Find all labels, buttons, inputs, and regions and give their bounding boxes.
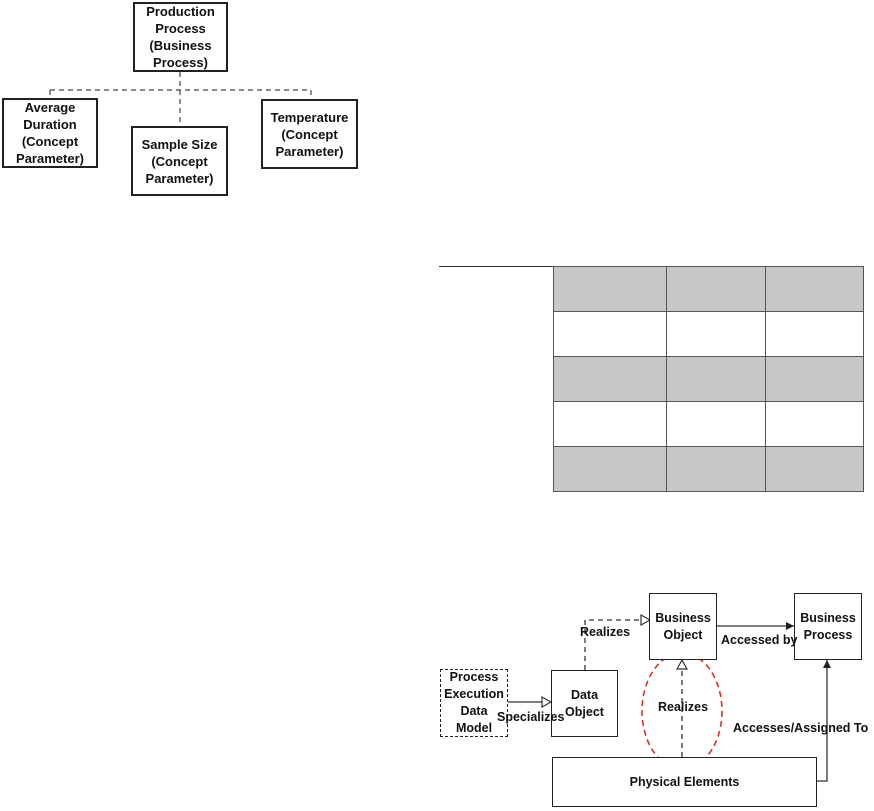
- table-header-rule: [439, 266, 553, 267]
- temperature-node: Temperature (Concept Parameter): [261, 99, 358, 169]
- specializes-label: Specializes: [497, 710, 565, 724]
- table-cell: [553, 266, 667, 312]
- accesses-assigned-to-label: Accesses/Assigned To: [733, 721, 869, 735]
- average-duration-node: Average Duration (Concept Parameter): [2, 98, 98, 168]
- realizes-mid-label: Realizes: [658, 700, 709, 714]
- empty-table: [553, 266, 864, 492]
- table-cell: [765, 266, 864, 312]
- data-object-node: Data Object: [551, 670, 618, 737]
- table-row: [553, 356, 864, 402]
- table-cell: [666, 446, 766, 492]
- table-cell: [765, 356, 864, 402]
- table-cell: [765, 401, 864, 447]
- realizes-top-label: Realizes: [580, 625, 631, 639]
- table-row: [553, 266, 864, 312]
- table-cell: [765, 446, 864, 492]
- physical-elements-node: Physical Elements: [552, 757, 817, 807]
- table-row: [553, 401, 864, 447]
- business-process-node: Business Process: [794, 593, 862, 660]
- table-row: [553, 311, 864, 357]
- sample-size-node: Sample Size (Concept Parameter): [131, 126, 228, 196]
- table-cell: [553, 311, 667, 357]
- table-cell: [666, 266, 766, 312]
- process-execution-data-model-node: Process Execution Data Model: [440, 669, 508, 737]
- table-cell: [553, 446, 667, 492]
- table-cell: [553, 401, 667, 447]
- accessed-by-label: Accessed by: [721, 633, 798, 647]
- table-row: [553, 446, 864, 492]
- production-process-node: Production Process (Business Process): [133, 2, 228, 72]
- business-object-node: Business Object: [649, 593, 717, 660]
- table-cell: [666, 401, 766, 447]
- table-cell: [666, 356, 766, 402]
- table-cell: [765, 311, 864, 357]
- table-cell: [666, 311, 766, 357]
